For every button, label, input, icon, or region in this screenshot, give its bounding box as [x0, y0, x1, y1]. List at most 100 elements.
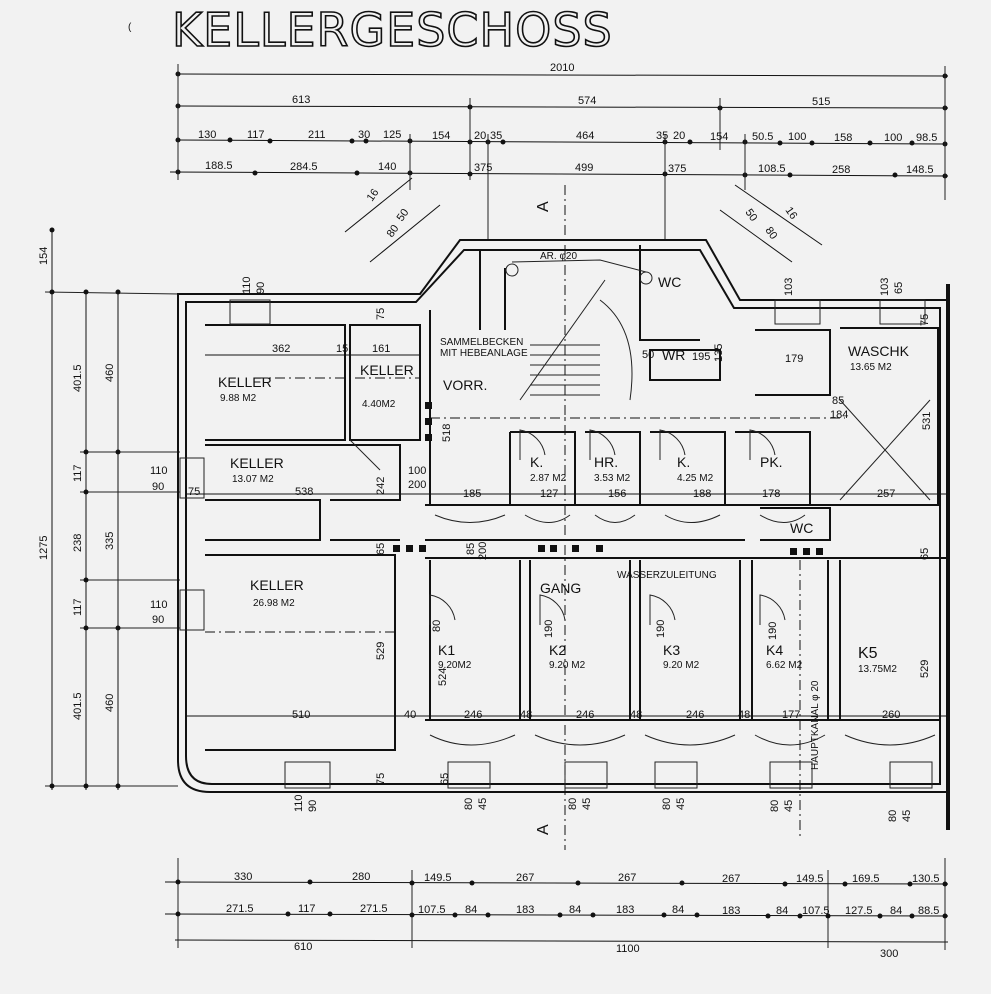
inner-dim: 75 [375, 773, 387, 785]
inner-dim: 48 [738, 709, 750, 721]
inner-dim: 190 [655, 620, 667, 638]
pipes: AR. φ20 SAMMELBECKEN MIT HEBEANLAGE WASS… [440, 251, 821, 770]
room-area: 9.88 M2 [220, 393, 257, 404]
room-labels: KELLER 9.88 M2 KELLER 4.40M2 KELLER 13.0… [218, 274, 910, 675]
room-name: K2 [549, 642, 566, 658]
dim-diag: 50 [395, 207, 412, 224]
bottom-dimension-chains: 330 280 149.5 267 267 267 149.5 169.5 13… [164, 858, 949, 960]
dim-left: 401.5 [72, 364, 84, 392]
inner-dim: 242 [375, 477, 387, 495]
dim-bottom: 271.5 [360, 903, 388, 915]
inner-dim: 184 [830, 409, 848, 421]
dim-bottom: 84 [776, 905, 788, 917]
sump-label-2: MIT HEBEANLAGE [440, 348, 528, 359]
dim-left: 238 [72, 534, 84, 552]
outlet-symbols [393, 402, 823, 555]
dim-left: 1275 [38, 536, 50, 560]
inner-dim: 90 [307, 800, 319, 812]
section-label-top: A [535, 201, 552, 212]
inner-dim: 531 [921, 412, 933, 430]
stray-mark: ( [128, 22, 132, 33]
dim-left: 117 [72, 598, 84, 616]
inner-dim: 110 [293, 794, 305, 812]
inner-dim: 75 [919, 314, 931, 326]
dim-top-r2: 613 [292, 94, 310, 106]
inner-dim: 195 [692, 351, 710, 363]
inner-dim: 80 [567, 798, 579, 810]
inner-dim: 135 [713, 344, 725, 362]
dim-top-r2: 574 [578, 95, 596, 107]
dim-bottom: 267 [722, 873, 740, 885]
drawing-title: KELLERGESCHOSS [172, 3, 613, 57]
room-name: K1 [438, 642, 455, 658]
dim-bottom: 169.5 [852, 873, 880, 885]
inner-dim: 15 [336, 343, 348, 355]
dim-left: 460 [104, 364, 116, 382]
vault-arcs [429, 514, 936, 746]
staircase [519, 279, 606, 401]
dim-bottom: 84 [465, 904, 477, 916]
inner-dim: 177 [782, 709, 800, 721]
dim-bottom: 271.5 [226, 903, 254, 915]
dim-bottom: 84 [672, 904, 684, 916]
room-area: 9.20M2 [438, 660, 472, 671]
room-name: VORR. [443, 377, 487, 393]
inner-dim: 103 [879, 278, 891, 296]
room-area: 6.62 M2 [766, 660, 803, 671]
dim-window: 110 [150, 465, 168, 477]
dim-top-r4: 148.5 [906, 164, 934, 176]
dim-top-r4: 258 [832, 164, 850, 176]
room-name: KELLER [360, 362, 414, 378]
left-dimension-chains: 154 1275 401.5 117 238 117 401.5 460 335… [38, 227, 181, 790]
inner-dim: 103 [783, 278, 795, 296]
inner-dim: 178 [762, 488, 780, 500]
room-name: K. [530, 454, 543, 470]
room-name: WASCHK [848, 343, 910, 359]
room-name: K5 [858, 645, 878, 662]
dim-bottom: 280 [352, 871, 370, 883]
inner-dim: 45 [477, 798, 489, 810]
dim-top-r4: 284.5 [290, 161, 318, 173]
dim-diag: 50 [743, 207, 760, 224]
inner-dim: 80 [463, 798, 475, 810]
dim-top-r3: 50.5 [752, 131, 773, 143]
dim-top-r3: 100 [788, 131, 806, 143]
room-name: KELLER [250, 577, 304, 593]
dim-bottom: 149.5 [424, 872, 452, 884]
room-area: 4.25 M2 [677, 473, 714, 484]
dim-top-r3: 158 [834, 132, 852, 144]
dim-top-r3: 20 [474, 130, 486, 142]
dim-window: 90 [152, 481, 164, 493]
dim-bottom: 84 [890, 905, 902, 917]
inner-dim: 85 [832, 395, 844, 407]
dim-bottom: 127.5 [845, 905, 873, 917]
room-name: PK. [760, 454, 783, 470]
dim-left: 335 [104, 532, 116, 550]
inner-dim: 246 [464, 709, 482, 721]
dim-top-r3: 125 [383, 129, 401, 141]
dim-left: 117 [72, 464, 84, 482]
inner-dim: 65 [439, 773, 451, 785]
dim-bottom: 117 [298, 903, 316, 915]
inner-dim: 65 [893, 282, 905, 294]
inner-dim: 45 [675, 798, 687, 810]
dim-top-r3: 35 [490, 130, 502, 142]
room-area: 3.53 M2 [594, 473, 631, 484]
dim-diag: 80 [763, 225, 780, 242]
inner-dim: 48 [630, 709, 642, 721]
inner-dim: 518 [441, 424, 453, 442]
inner-dim: 80 [887, 810, 899, 822]
room-area: 9.20 M2 [549, 660, 586, 671]
inner-dim: 161 [372, 343, 390, 355]
inner-dim: 100 [408, 465, 426, 477]
dim-left: 154 [38, 247, 50, 265]
inner-dim: 362 [272, 343, 290, 355]
inner-dim: 200 [477, 542, 489, 560]
dim-top-r3: 35 [656, 130, 668, 142]
room-name: WC [658, 274, 681, 290]
room-name: KELLER [230, 455, 284, 471]
inner-dim: 110 [241, 276, 253, 294]
inner-dim: 45 [581, 798, 593, 810]
inner-dim: 188 [693, 488, 711, 500]
